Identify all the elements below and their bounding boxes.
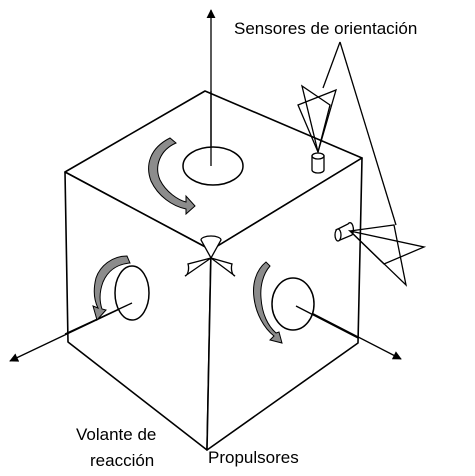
leader-sensor-side	[339, 41, 397, 226]
label-reaction-wheel-line1: Volante de	[76, 425, 156, 444]
reaction-wheel-right	[271, 277, 315, 331]
leader-sensor-top	[322, 41, 341, 89]
orientation-sensor-side	[334, 222, 427, 287]
thruster-right	[210, 257, 236, 277]
label-thrusters: Propulsores	[208, 448, 299, 467]
rotation-arrow-left	[92, 255, 131, 322]
reaction-wheel-top	[182, 146, 244, 186]
label-sensors: Sensores de orientación	[234, 19, 417, 38]
reaction-wheel-left	[114, 265, 150, 321]
rotation-arrow-right	[253, 261, 283, 344]
axis-right	[295, 304, 402, 360]
thruster-left	[184, 257, 212, 277]
leader-lines	[322, 41, 397, 226]
label-reaction-wheel-line2: reacción	[90, 451, 154, 470]
thruster-cluster	[184, 235, 236, 277]
thruster-up	[200, 235, 222, 260]
rotation-arrow-top	[148, 137, 196, 216]
rotation-arrows	[92, 137, 283, 344]
orientation-sensor-top	[297, 84, 337, 174]
reaction-wheels	[114, 146, 315, 331]
